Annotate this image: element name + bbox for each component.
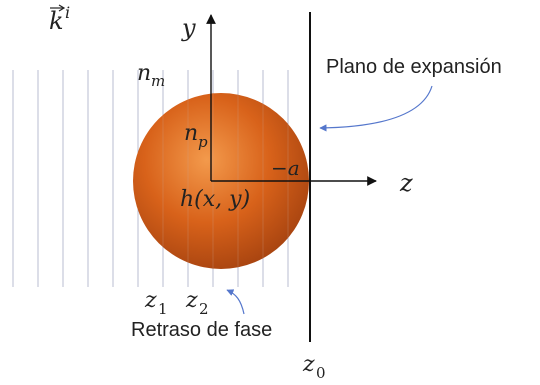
z1-var: z xyxy=(144,288,157,313)
particle-subscript: p xyxy=(198,133,208,151)
height-function-label: h(x, y) xyxy=(180,187,250,212)
minus-a-label: −a xyxy=(271,156,300,180)
z2-subscript: 2 xyxy=(199,300,209,318)
medium-index-label: n m xyxy=(137,61,165,90)
z-axis-label: z xyxy=(399,169,413,197)
z2-var: z xyxy=(185,288,198,313)
z0-subscript: 0 xyxy=(316,364,326,382)
z1-label: z 1 xyxy=(144,288,168,318)
expansion-plane-label: Plano de expansión xyxy=(326,56,502,78)
y-axis-label: y xyxy=(181,14,196,42)
k-superscript: i xyxy=(65,3,70,22)
phase-delay-label: Retraso de fase xyxy=(131,319,272,341)
particle-n: n xyxy=(184,121,198,146)
expansion-plane-callout-arrow xyxy=(319,85,433,132)
medium-n: n xyxy=(137,61,151,86)
z0-var: z xyxy=(302,352,315,377)
particle-index-label: n p xyxy=(184,121,208,151)
z0-label: z 0 xyxy=(302,352,326,382)
medium-subscript: m xyxy=(151,72,165,90)
z1-subscript: 1 xyxy=(158,300,168,318)
phase-delay-callout-arrow xyxy=(226,289,245,315)
vector-arrow-tip xyxy=(58,4,66,12)
wave-vector-label: k i xyxy=(49,3,70,35)
z2-label: z 2 xyxy=(185,288,209,318)
k-symbol: k xyxy=(49,7,64,35)
